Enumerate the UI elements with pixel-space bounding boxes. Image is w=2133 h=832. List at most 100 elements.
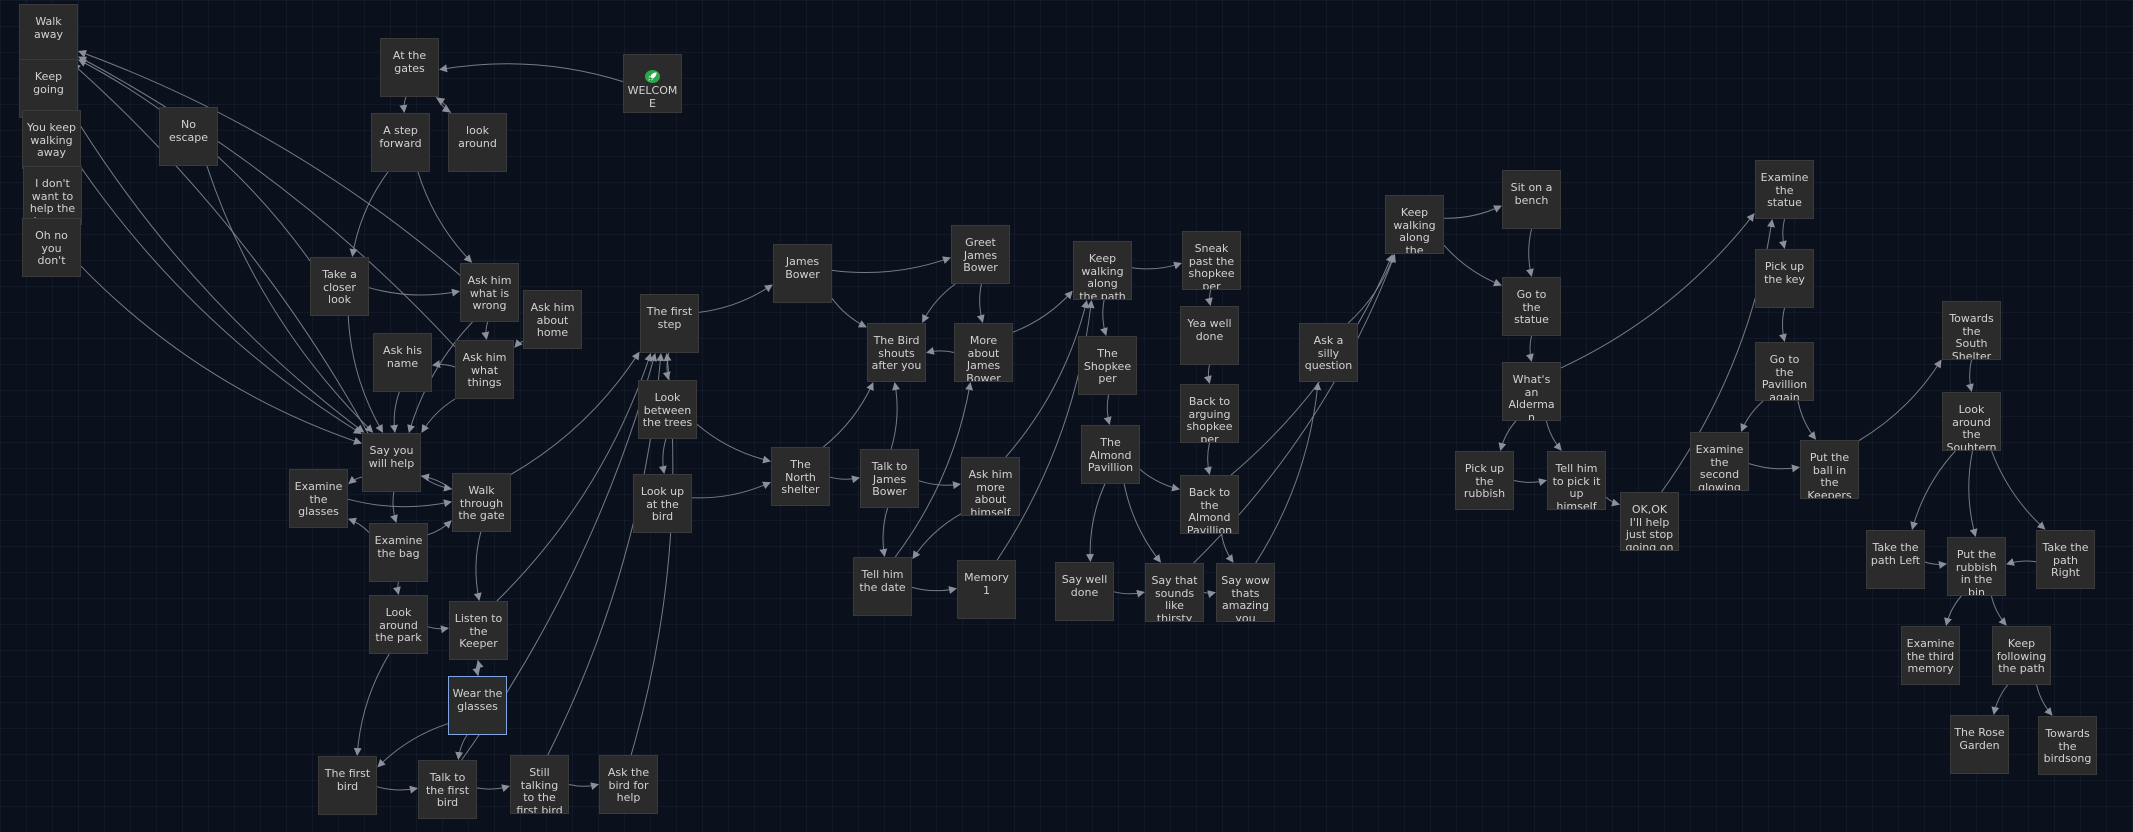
passage-ask-him-about-home[interactable]: Ask him about home: [523, 290, 582, 349]
story-link: [78, 50, 461, 276]
passage-examine-the-statue[interactable]: Examine the statue: [1755, 160, 1814, 219]
passage-look-up-at-the-bird[interactable]: Look up at the bird: [633, 474, 692, 533]
passage-oh-no-you-don-t[interactable]: Oh no you don't: [22, 218, 81, 277]
passage-tell-him-to-pick-it-up-himself[interactable]: Tell him to pick it up himself: [1547, 451, 1606, 510]
passage-back-to-arguing-shopkeeper[interactable]: Back to arguing shopkeeper: [1180, 384, 1239, 443]
story-link: [390, 491, 398, 523]
passage-title: The Shopkeeper: [1083, 347, 1132, 385]
passage-keep-walking-along-the-broadwalk[interactable]: Keep walking along the Broadwalk: [1385, 195, 1444, 254]
passage-ask-a-silly-question[interactable]: Ask a silly question: [1299, 323, 1358, 382]
passage-you-keep-walking-away[interactable]: You keep walking away: [22, 110, 81, 169]
passage-tell-him-the-date[interactable]: Tell him the date: [853, 557, 912, 616]
passage-at-the-gates[interactable]: At the gates: [380, 38, 439, 97]
passage-towards-the-south-shelter[interactable]: Towards the South Shelter: [1942, 301, 2001, 360]
story-link: [1748, 463, 1800, 473]
passage-talk-to-the-first-bird[interactable]: Talk to the first bird: [418, 760, 477, 819]
passage-say-wow-thats-amazing-you-should[interactable]: Say wow thats amazing you should: [1216, 563, 1275, 622]
passage-sit-on-a-bench[interactable]: Sit on a bench: [1502, 170, 1561, 229]
passage-i-don-t-want-to-help-the-keeper-even[interactable]: I don't want to help the keeper even: [23, 166, 82, 225]
passage-memory-1[interactable]: Memory 1: [957, 560, 1016, 619]
passage-title: Look around the park: [375, 606, 422, 644]
passage-examine-the-second-glowing-ball[interactable]: Examine the second glowing ball: [1690, 432, 1749, 491]
passage-title: What's an Alderman: [1508, 373, 1555, 421]
passage-yea-well-done[interactable]: Yea well done: [1180, 306, 1239, 365]
passage-title: OK,OK I'll help just stop going on: [1625, 503, 1674, 551]
passage-title: At the gates: [392, 49, 427, 75]
passage-james-bower[interactable]: James Bower: [773, 244, 832, 303]
passage-more-about-james-bower[interactable]: More about James Bower: [954, 323, 1013, 382]
passage-walk-away[interactable]: Walk away: [19, 4, 78, 63]
passage-keep-walking-along-the-path[interactable]: Keep walking along the path: [1073, 241, 1132, 300]
passage-title: Greet James Bower: [963, 236, 998, 274]
passage-talk-to-james-bower[interactable]: Talk to James Bower: [860, 449, 919, 508]
passage-towards-the-birdsong[interactable]: Towards the birdsong: [2038, 716, 2097, 775]
passage-the-bird-shouts-after-you[interactable]: The Bird shouts after you: [867, 323, 926, 382]
story-link: [427, 520, 452, 536]
passage-a-step-forward[interactable]: A step forward: [371, 113, 430, 172]
passage-say-that-sounds-like-thirsty-work[interactable]: Say that sounds like thirsty work: [1145, 563, 1204, 622]
passage-pick-up-the-rubbish[interactable]: Pick up the rubbish: [1455, 451, 1514, 510]
passage-keep-going[interactable]: Keep going: [19, 59, 78, 118]
passage-listen-to-the-keeper[interactable]: Listen to the Keeper: [449, 601, 508, 660]
story-link: [353, 653, 390, 756]
passage-still-talking-to-the-first-bird[interactable]: Still talking to the first bird: [510, 755, 569, 814]
passage-title: Ask him what things: [462, 351, 507, 389]
passage-take-the-path-right[interactable]: Take the path Right: [2036, 530, 2095, 589]
passage-wear-the-glasses[interactable]: Wear the glasses: [448, 676, 507, 735]
story-link: [1103, 394, 1112, 425]
passage-sneak-past-the-shopkeeper[interactable]: Sneak past the shopkeeper: [1182, 231, 1241, 290]
passage-pick-up-the-key[interactable]: Pick up the key: [1755, 249, 1814, 308]
passage-examine-the-bag[interactable]: Examine the bag: [369, 523, 428, 582]
passage-put-the-rubbish-in-the-bin[interactable]: Put the rubbish in the bin: [1947, 537, 2006, 596]
passage-title: Still talking to the first bird: [516, 766, 563, 814]
passage-say-well-done[interactable]: Say well done: [1055, 562, 1114, 621]
story-link: [890, 382, 900, 450]
passage-the-almond-pavillion[interactable]: The Almond Pavillion: [1081, 425, 1140, 484]
passage-examine-the-glasses[interactable]: Examine the glasses: [289, 469, 348, 528]
passage-title: The first step: [646, 305, 693, 331]
passage-title: No escape: [168, 118, 209, 144]
passage-the-north-shelter[interactable]: The North shelter: [771, 447, 830, 506]
passage-the-rose-garden[interactable]: The Rose Garden: [1950, 715, 2009, 774]
passage-ask-him-what-is-wrong[interactable]: Ask him what is wrong: [460, 263, 519, 322]
passage-ask-the-bird-for-help[interactable]: Ask the bird for help: [599, 755, 658, 814]
passage-ask-his-name[interactable]: Ask his name: [373, 333, 432, 392]
story-link: [421, 398, 456, 433]
passage-title: Say well done: [1061, 573, 1108, 599]
passage-put-the-ball-in-the-keepers-bag[interactable]: Put the ball in the Keepers bag: [1800, 440, 1859, 499]
passage-the-first-step[interactable]: The first step: [640, 294, 699, 353]
passage-title: The North shelter: [781, 458, 820, 496]
passage-keep-following-the-path[interactable]: Keep following the path: [1992, 626, 2051, 685]
passage-take-the-path-left[interactable]: Take the path Left: [1866, 530, 1925, 589]
story-link: [1221, 533, 1234, 563]
passage-title: Towards the birdsong: [2043, 727, 2092, 765]
passage-walk-through-the-gate[interactable]: Walk through the gate: [452, 473, 511, 532]
passage-examine-the-third-memory[interactable]: Examine the third memory: [1901, 626, 1960, 685]
passage-title: Say wow thats amazing you should: [1221, 574, 1270, 622]
story-link: [376, 785, 418, 794]
story-link: [347, 498, 452, 508]
story-link: [1990, 595, 2007, 626]
passage-ask-him-what-things[interactable]: Ask him what things: [455, 340, 514, 399]
story-link: [1525, 335, 1534, 362]
passage-the-first-bird[interactable]: The first bird: [318, 756, 377, 815]
passage-take-a-closer-look[interactable]: Take a closer look: [310, 257, 369, 316]
passage-look-around-the-park[interactable]: Look around the park: [369, 595, 428, 654]
passage-greet-james-bower[interactable]: Greet James Bower: [951, 225, 1010, 284]
passage-go-to-the-statue[interactable]: Go to the statue: [1502, 277, 1561, 336]
passage-look-around[interactable]: look around: [448, 113, 507, 172]
passage-ask-him-more-about-himself[interactable]: Ask him more about himself: [961, 457, 1020, 516]
story-link: [568, 782, 599, 791]
story-link: [912, 513, 962, 560]
passage-what-s-an-alderman[interactable]: What's an Alderman: [1502, 362, 1561, 421]
passage-welcome[interactable]: WELCOME: [623, 54, 682, 113]
passage-ok-ok-i-ll-help-just-stop-going-on[interactable]: OK,OK I'll help just stop going on: [1620, 492, 1679, 551]
passage-say-you-will-help[interactable]: Say you will help: [362, 433, 421, 492]
passage-the-shopkeeper[interactable]: The Shopkeeper: [1078, 336, 1137, 395]
passage-back-to-the-almond-pavillion[interactable]: Back to the Almond Pavillion: [1180, 475, 1239, 534]
passage-go-to-the-pavillion-again[interactable]: Go to the Pavillion again: [1755, 342, 1814, 401]
passage-look-between-the-trees[interactable]: Look between the trees: [638, 380, 697, 439]
passage-no-escape[interactable]: No escape: [159, 107, 218, 166]
passage-look-around-the-souhtern-shelter[interactable]: Look around the Souhtern Shelter: [1942, 392, 2001, 451]
